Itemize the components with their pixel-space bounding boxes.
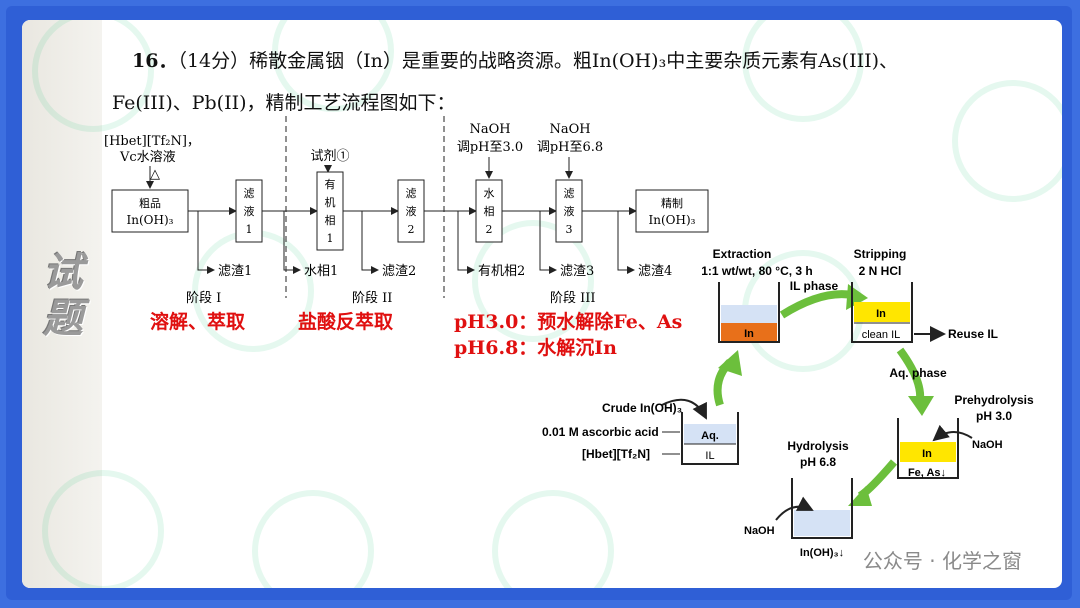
beaker-feed (681, 412, 739, 465)
beaker-4-layer (794, 510, 850, 536)
beaker-stripping (851, 282, 913, 343)
label-stripping: Stripping (854, 247, 907, 261)
box-refined (635, 189, 709, 233)
box-filtrate-3 (555, 179, 583, 243)
footer-watermark: 公众号 · 化学之窗 (862, 549, 1022, 573)
question-text-1: （14分）稀散金属铟（In）是重要的战略资源。粗In(OH)₃中主要杂质元素有A… (177, 50, 899, 72)
out-org-2: 有机相2 (478, 264, 525, 279)
stage-1: 阶段 I (186, 291, 221, 306)
box-aq-c2: 相 (484, 205, 495, 218)
out-residue-1: 滤渣1 (218, 264, 252, 279)
watermark-ring (472, 220, 594, 342)
label-prehydrolysis: Prehydrolysis (954, 393, 1034, 407)
box-filtrate-3-c3: 3 (566, 223, 573, 236)
watermark-ring (42, 470, 164, 588)
box-crude (111, 189, 189, 233)
label-naoh-a: NaOH (972, 439, 1003, 451)
note-stage-3a: pH3.0：预水解除Fe、As (454, 310, 682, 333)
box-filtrate-1 (235, 179, 263, 243)
stage-2: 阶段 II (352, 291, 392, 306)
box-crude-formula: In(OH)₃ (127, 213, 174, 227)
ph-1: 调pH至3.0 (457, 140, 523, 155)
label-ascorbic: 0.01 M ascorbic acid (542, 425, 659, 439)
beaker-feed-il-label: IL (705, 450, 714, 462)
out-aq-1: 水相1 (304, 264, 338, 279)
green-arrow-1 (779, 290, 853, 319)
label-reuse-il: Reuse IL (948, 327, 998, 341)
box-filtrate-3-c1: 滤 (564, 187, 575, 200)
slide-page: 试题 16．（14分）稀散金属铟（In）是重要的战略资源。粗In(OH)₃中主要… (22, 20, 1062, 588)
label-prehydrolysis-ph: pH 3.0 (976, 409, 1012, 423)
ph-2: 调pH至6.8 (537, 140, 603, 155)
box-filtrate-2-c2: 液 (406, 204, 417, 218)
heat-symbol: △ (150, 167, 160, 182)
out-residue-4: 滤渣4 (638, 264, 672, 279)
label-hydrolysis-ph: pH 6.8 (800, 455, 836, 469)
label-hbet: [Hbet][Tf₂N] (582, 447, 650, 461)
box-aq-c1: 水 (484, 187, 495, 200)
watermark-ring (252, 490, 374, 588)
out-residue-2: 滤渣2 (382, 264, 416, 279)
reagent-top: [Hbet][Tf₂N]， (104, 134, 200, 149)
box-filtrate-2 (397, 179, 425, 243)
box-org-c1: 有 (325, 177, 336, 191)
box-org-c2: 机 (325, 195, 336, 209)
note-stage-3b: pH6.8：水解沉In (454, 336, 617, 359)
beaker-1-in: In (744, 328, 754, 340)
beaker-2-clean-il: clean IL (862, 329, 901, 341)
naoh-2: NaOH (549, 122, 590, 137)
beaker-1-top-layer (721, 305, 777, 323)
beaker-3-in: In (922, 448, 932, 460)
label-extraction: Extraction (713, 247, 772, 261)
beaker-2-aq-layer (854, 302, 910, 322)
sidebar-badge: 试题 (43, 249, 83, 342)
box-organic-1 (316, 171, 344, 251)
watermark-ring (32, 20, 154, 132)
label-extraction-cond: 1:1 wt/wt, 80 °C, 3 h (701, 264, 813, 278)
watermark-ring (742, 20, 864, 122)
beaker-feed-aq-label: Aq. (701, 430, 719, 442)
label-stripping-cond: 2 N HCl (859, 264, 902, 278)
watermark-ring (952, 80, 1062, 202)
label-aq-phase: Aq. phase (889, 366, 947, 380)
beaker-extraction (718, 282, 780, 343)
box-refined-formula: In(OH)₃ (649, 213, 696, 227)
beaker-3-fe-as: Fe, As↓ (908, 467, 946, 479)
note-stage-2: 盐酸反萃取 (298, 310, 393, 333)
label-naoh-b: NaOH (744, 525, 775, 537)
beaker-3-layer (900, 442, 956, 462)
label-hydrolysis: Hydrolysis (787, 439, 849, 453)
beaker-1-il-layer (721, 323, 777, 341)
question-line-1: 16．（14分）稀散金属铟（In）是重要的战略资源。粗In(OH)₃中主要杂质元… (132, 46, 898, 73)
box-filtrate-1-c2: 液 (244, 204, 255, 218)
reagent-top-2: Vc水溶液 (119, 150, 176, 165)
flow-diagram: [Hbet][Tf₂N]， Vc水溶液 △ 粗品 In(OH)₃ 滤 液 1 试… (104, 116, 1034, 559)
box-filtrate-2-c1: 滤 (406, 187, 417, 200)
box-filtrate-1-c1: 滤 (244, 187, 255, 200)
box-filtrate-1-c3: 1 (246, 223, 253, 236)
stage-3: 阶段 III (550, 291, 596, 306)
box-org-c4: 1 (327, 232, 334, 245)
reagent-1: 试剂① (310, 149, 349, 164)
beaker-2-in: In (876, 308, 886, 320)
question-line-2: Fe(III)、Pb(II)，精制工艺流程图如下： (112, 92, 456, 114)
label-il-phase: IL phase (790, 279, 839, 293)
box-aq-c3: 2 (486, 223, 493, 236)
box-filtrate-2-c3: 2 (408, 223, 415, 236)
label-crude: Crude In(OH)₃ (602, 401, 682, 415)
box-org-c3: 相 (325, 214, 336, 227)
watermark-ring (492, 490, 614, 588)
beaker-feed-aq (684, 424, 736, 444)
note-stage-1: 溶解、萃取 (150, 310, 245, 333)
out-residue-3: 滤渣3 (560, 264, 594, 279)
naoh-1: NaOH (469, 122, 510, 137)
question-number: 16． (132, 50, 178, 72)
box-filtrate-3-c2: 液 (564, 204, 575, 218)
box-crude-label: 粗品 (139, 197, 161, 210)
box-refined-label: 精制 (661, 197, 683, 210)
beaker-prehydrolysis (897, 418, 959, 479)
beaker-4-in-oh: In(OH)₃↓ (800, 547, 844, 559)
watermark-ring (272, 20, 394, 112)
